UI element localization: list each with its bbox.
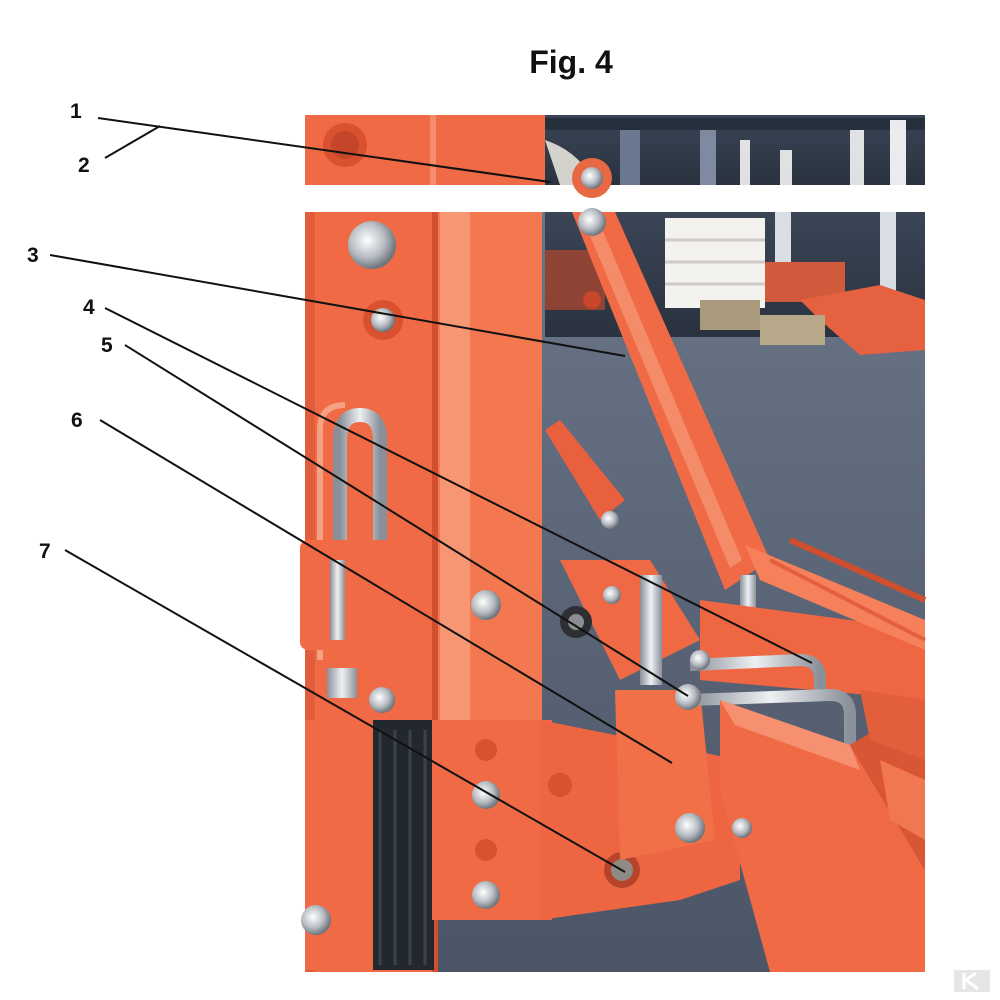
u-bolt-icon xyxy=(689,688,856,745)
leader-line-5 xyxy=(124,344,689,697)
callout-4: 4 xyxy=(83,296,95,319)
bolt-icon xyxy=(675,813,705,843)
bolt-icon xyxy=(732,818,752,838)
callout-1: 1 xyxy=(70,100,82,123)
leader-line-6 xyxy=(99,419,673,764)
bolt-icon xyxy=(475,839,497,861)
bolt-icon xyxy=(548,773,572,797)
u-bolt-icon xyxy=(689,653,826,700)
leader-line-3 xyxy=(49,254,626,357)
leader-lines xyxy=(49,117,813,873)
bolt-icon xyxy=(369,687,395,713)
leader-line-7 xyxy=(64,549,626,873)
bolt-icon xyxy=(603,586,621,604)
figure-title: Fig. 4 xyxy=(529,44,613,80)
leader-line-1 xyxy=(97,117,551,183)
leader-line-4 xyxy=(104,307,813,664)
callout-3: 3 xyxy=(27,244,39,267)
bolt-icon xyxy=(301,905,331,935)
top-photo-strip xyxy=(305,115,925,198)
bolt-icon xyxy=(475,739,497,761)
bolt-icon xyxy=(601,511,619,529)
callout-2: 2 xyxy=(78,154,90,177)
leader-line-2 xyxy=(104,125,161,159)
callout-5: 5 xyxy=(101,334,113,357)
callout-7: 7 xyxy=(39,540,51,563)
top-pin-icon xyxy=(578,208,606,236)
nut-icon xyxy=(690,650,710,670)
main-photo xyxy=(300,208,927,972)
bolt-icon xyxy=(472,781,500,809)
bolt-icon xyxy=(471,590,501,620)
bolt-icon xyxy=(348,221,396,269)
callout-6: 6 xyxy=(71,409,83,432)
nut-icon xyxy=(675,684,701,710)
k-logo-icon xyxy=(952,968,992,994)
bolt-icon xyxy=(472,881,500,909)
handle-icon xyxy=(300,402,420,698)
